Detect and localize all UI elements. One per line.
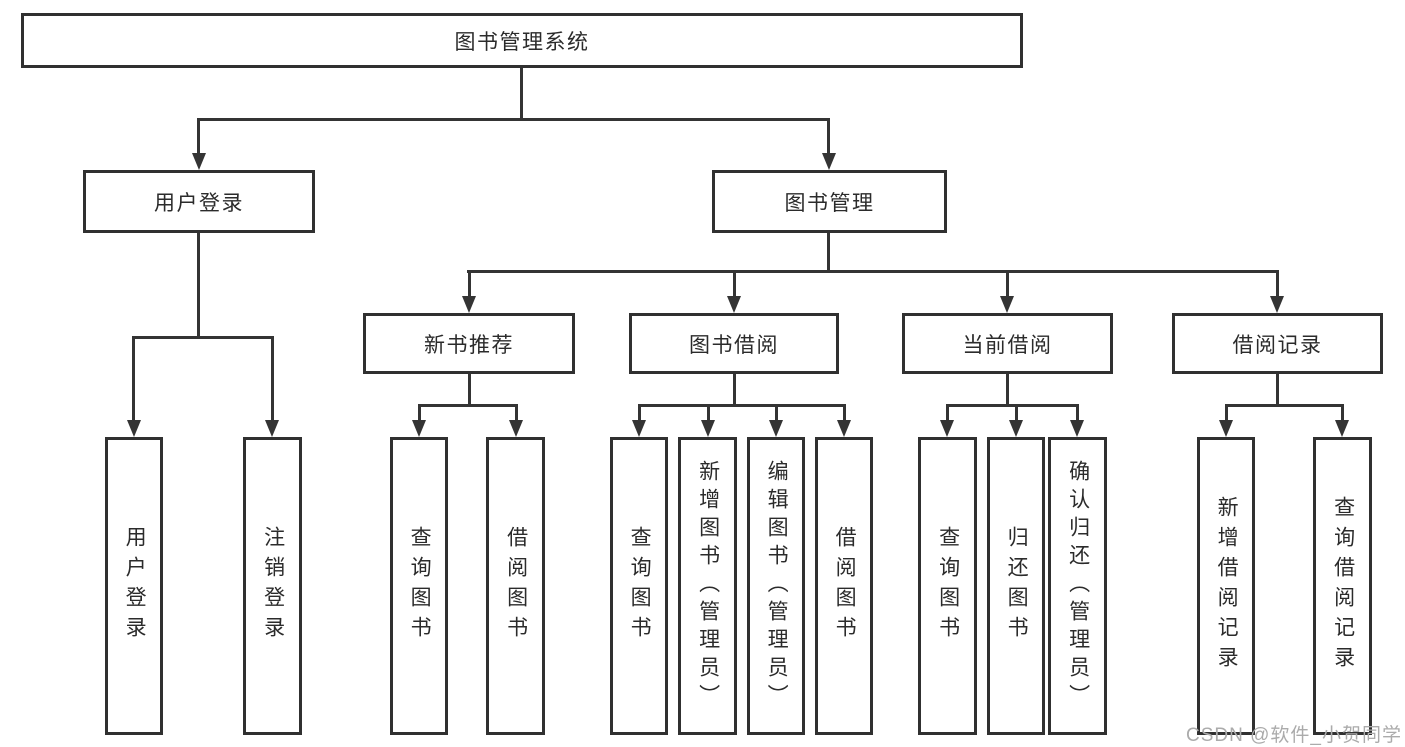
connector-vline [1341, 404, 1344, 421]
connector-hline [467, 270, 1279, 273]
arrow-head [192, 153, 206, 170]
arrow-head [769, 420, 783, 437]
connector-vline [1006, 270, 1009, 297]
connector-vline [468, 374, 471, 407]
leaf-add-book-admin: 新增图书（管理员） [678, 437, 737, 735]
node-label: 当前借阅 [962, 333, 1053, 357]
connector-vline [132, 336, 135, 422]
connector-vline [707, 404, 710, 421]
arrow-head [1070, 420, 1084, 437]
connector-hline [1225, 404, 1344, 407]
connector-hline [418, 404, 518, 407]
leaf-query-borrow-record: 查询借阅记录 [1313, 437, 1372, 735]
node-label: 新书推荐 [424, 333, 514, 357]
connector-hline [946, 404, 1079, 407]
connector-vline [1076, 404, 1079, 421]
connector-vline [733, 270, 736, 297]
connector-vline [1276, 270, 1279, 297]
connector-vline [843, 404, 846, 421]
arrow-head [462, 296, 476, 313]
node-current-borrow: 当前借阅 [902, 313, 1113, 374]
connector-vline [827, 118, 830, 154]
arrow-head [837, 420, 851, 437]
connector-vline [520, 68, 523, 121]
node-label: 用户登录 [123, 526, 147, 646]
node-label: 用户登录 [154, 191, 244, 215]
arrow-head [632, 420, 646, 437]
node-new-book-recommend: 新书推荐 [363, 313, 575, 374]
arrow-head [265, 420, 279, 437]
arrow-head [1270, 296, 1284, 313]
connector-vline [946, 404, 949, 421]
node-label: 查询图书 [936, 526, 960, 646]
node-user-login: 用户登录 [83, 170, 315, 233]
leaf-return-book: 归还图书 [987, 437, 1045, 735]
node-label: 图书管理系统 [454, 30, 590, 54]
connector-hline [197, 118, 830, 121]
leaf-add-borrow-record: 新增借阅记录 [1197, 437, 1255, 735]
connector-vline [271, 336, 274, 422]
connector-vline [468, 270, 471, 297]
leaf-user-login: 用户登录 [105, 437, 163, 735]
leaf-query-book: 查询图书 [610, 437, 668, 735]
leaf-borrow-book: 借阅图书 [815, 437, 873, 735]
arrow-head [1219, 420, 1233, 437]
connector-vline [733, 374, 736, 407]
connector-vline [515, 404, 518, 421]
node-book-management: 图书管理 [712, 170, 947, 233]
node-label: 图书管理 [784, 191, 875, 215]
arrow-head [727, 296, 741, 313]
connector-vline [827, 233, 830, 273]
leaf-query-book: 查询图书 [390, 437, 448, 735]
leaf-edit-book-admin: 编辑图书（管理员） [747, 437, 805, 735]
leaf-query-book: 查询图书 [918, 437, 977, 735]
leaf-confirm-return-admin: 确认归还（管理员） [1048, 437, 1107, 735]
connector-vline [1015, 404, 1018, 421]
connector-vline [418, 404, 421, 421]
connector-vline [775, 404, 778, 421]
watermark: CSDN @软件_小贺同学 [1186, 725, 1402, 746]
node-label: 新增图书（管理员） [696, 460, 720, 712]
arrow-head [940, 420, 954, 437]
node-label: 借阅记录 [1232, 333, 1323, 357]
arrow-head [822, 153, 836, 170]
leaf-borrow-book: 借阅图书 [486, 437, 545, 735]
connector-vline [638, 404, 641, 421]
node-label: 借阅图书 [833, 526, 857, 646]
node-label: 注销登录 [261, 526, 285, 646]
connector-vline [1276, 374, 1279, 407]
arrow-head [127, 420, 141, 437]
arrow-head [1000, 296, 1014, 313]
arrow-head [509, 420, 523, 437]
node-label: 借阅图书 [504, 526, 528, 646]
leaf-logout: 注销登录 [243, 437, 302, 735]
connector-vline [197, 118, 200, 154]
arrow-head [1009, 420, 1023, 437]
connector-vline [197, 233, 200, 338]
node-borrow-records: 借阅记录 [1172, 313, 1383, 374]
connector-hline [132, 336, 274, 339]
connector-vline [1225, 404, 1228, 421]
arrow-head [412, 420, 426, 437]
node-book-borrow: 图书借阅 [629, 313, 839, 374]
node-label: 查询图书 [628, 526, 652, 646]
connector-vline [1006, 374, 1009, 407]
arrow-head [1335, 420, 1349, 437]
node-label: 新增借阅记录 [1215, 496, 1239, 676]
connector-hline [638, 404, 846, 407]
arrow-head [701, 420, 715, 437]
node-library-system: 图书管理系统 [21, 13, 1023, 68]
node-label: 图书借阅 [689, 333, 779, 357]
node-label: 查询借阅记录 [1331, 496, 1355, 676]
node-label: 归还图书 [1005, 526, 1029, 646]
node-label: 编辑图书（管理员） [765, 460, 789, 712]
node-label: 确认归还（管理员） [1066, 460, 1090, 712]
node-label: 查询图书 [408, 526, 432, 646]
